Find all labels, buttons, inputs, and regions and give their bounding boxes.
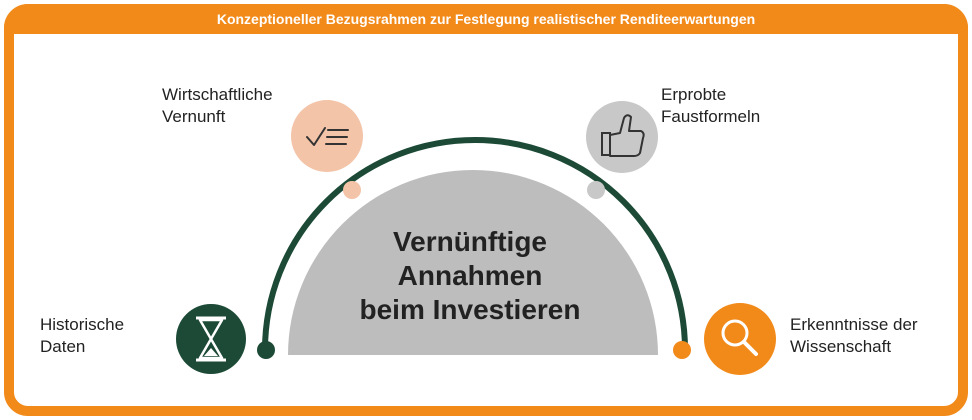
arc-dot-wirtschaftliche-vernunft — [343, 181, 361, 199]
label-historische-daten: Historische Daten — [40, 315, 125, 356]
center-statement: Vernünftige Annahmen beim Investieren — [359, 226, 581, 325]
label-erprobte-faustformeln: Erprobte Faustformeln — [661, 85, 761, 126]
checklist-icon — [291, 100, 363, 172]
arc-dot-historische-daten — [257, 341, 275, 359]
label-erkenntnisse-wissenschaft: Erkenntnisse der Wissenschaft — [790, 315, 918, 356]
framework-arc — [262, 137, 688, 351]
thumbs-up-icon — [586, 101, 658, 173]
magnifier-icon — [704, 303, 776, 375]
arc-dot-erprobte-faustformeln — [587, 181, 605, 199]
center-dome — [288, 170, 658, 355]
label-wirtschaftliche-vernunft: Wirtschaftliche Vernunft — [162, 85, 273, 126]
diagram-title: Konzeptioneller Bezugsrahmen zur Festleg… — [4, 4, 968, 34]
hourglass-icon — [176, 304, 246, 374]
arc-dot-erkenntnisse-wissenschaft — [673, 341, 691, 359]
